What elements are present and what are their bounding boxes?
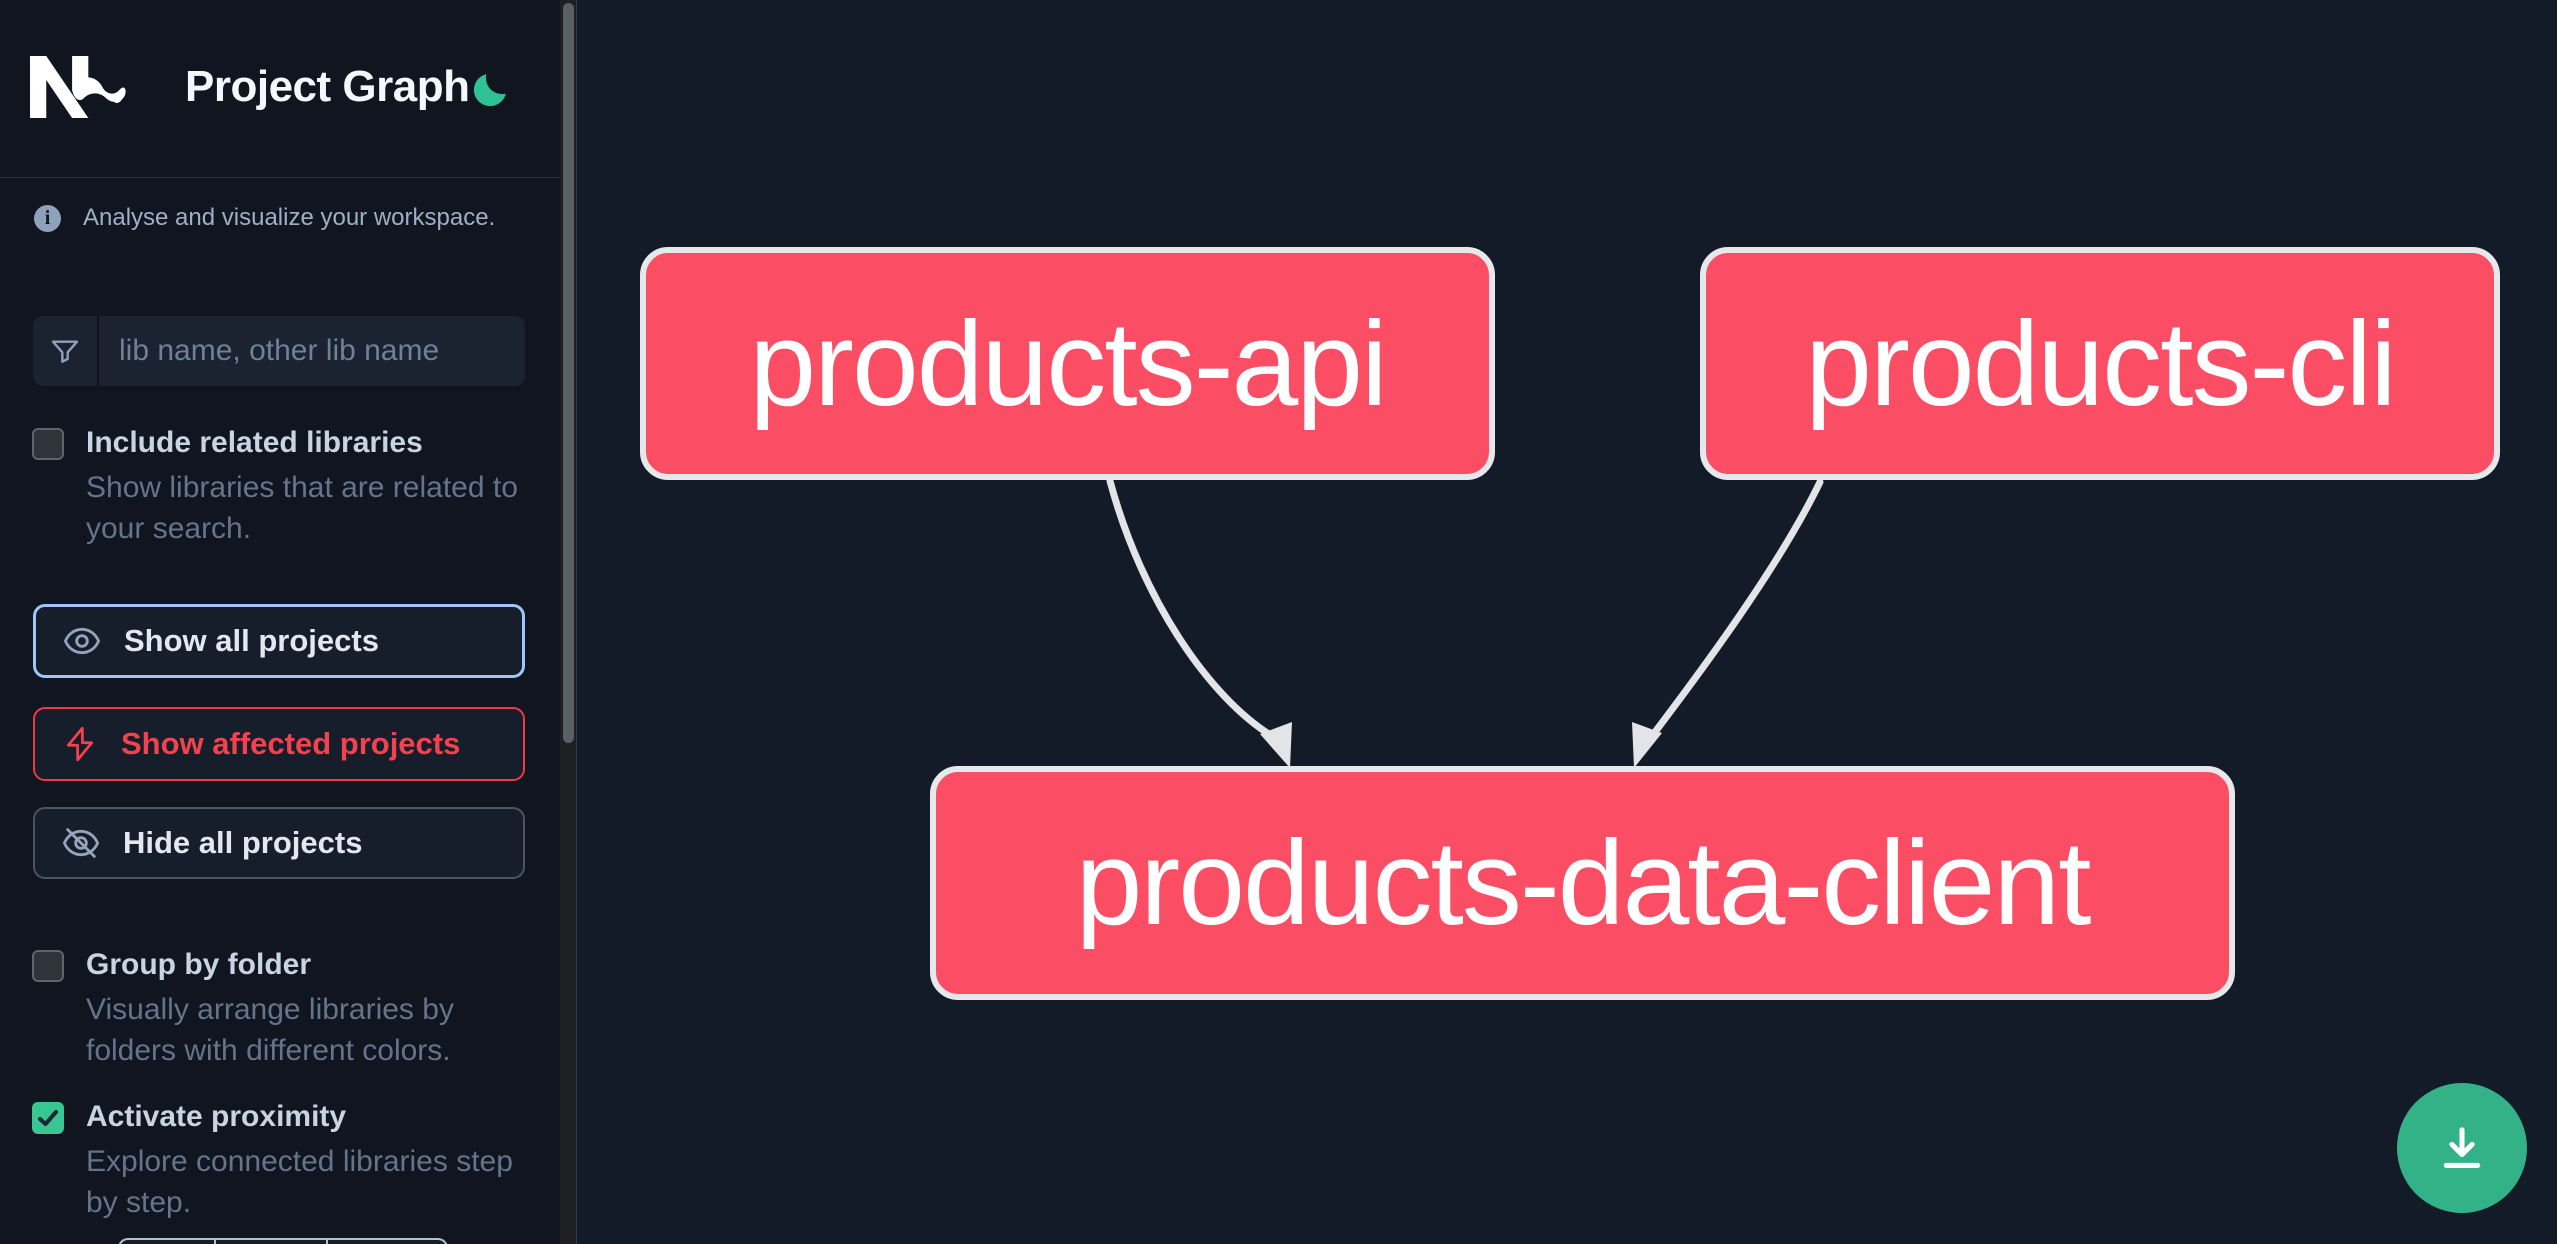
download-icon	[2443, 1127, 2481, 1168]
filter-funnel-icon	[33, 316, 99, 386]
toggle-activate-proximity: Activate proximity Explore connected lib…	[32, 1098, 532, 1223]
eye-slash-icon	[62, 828, 100, 858]
graph-canvas[interactable]	[578, 0, 2557, 1244]
bolt-icon	[66, 726, 94, 762]
check-icon	[38, 1110, 58, 1126]
checkbox[interactable]	[32, 428, 64, 460]
search-box	[33, 316, 525, 386]
download-graph-button[interactable]	[2397, 1083, 2527, 1213]
show-all-projects-button[interactable]: Show all projects	[33, 604, 525, 678]
button-label: Show affected projects	[121, 726, 461, 761]
toggle-label: Include related libraries	[86, 426, 423, 459]
sidebar: Project Graph i Analyse and visualize yo…	[0, 0, 560, 1244]
eye-icon	[63, 627, 101, 655]
toggle-description: Visually arrange libraries by folders wi…	[86, 993, 454, 1067]
page-title: Project Graph	[185, 62, 470, 111]
node-label: products-cli	[1805, 296, 2397, 431]
moon-icon	[473, 74, 506, 107]
checkbox[interactable]	[32, 1102, 64, 1134]
stepper-divider	[214, 1240, 216, 1244]
sidebar-header: Project Graph	[0, 0, 560, 178]
toggle-label: Activate proximity	[86, 1100, 347, 1133]
node-label: products-data-client	[1075, 816, 2092, 950]
theme-toggle-button[interactable]	[468, 70, 510, 112]
scrollbar-thumb[interactable]	[563, 3, 574, 743]
button-label: Hide all projects	[123, 825, 363, 860]
graph-node-products-data-client[interactable]: products-data-client	[930, 766, 2235, 1000]
nx-logo-icon	[30, 56, 126, 118]
hide-all-projects-button[interactable]: Hide all projects	[33, 807, 525, 879]
graph-node-products-api[interactable]: products-api	[640, 247, 1495, 480]
sidebar-scrollbar[interactable]	[560, 0, 577, 1244]
toggle-description: Show libraries that are related to your …	[86, 471, 518, 545]
graph-node-products-cli[interactable]: products-cli	[1700, 247, 2500, 480]
info-icon: i	[34, 204, 61, 232]
toggle-description: Explore connected libraries step by step…	[86, 1145, 513, 1219]
checkbox[interactable]	[32, 950, 64, 982]
toggle-label: Group by folder	[86, 948, 311, 981]
info-text: Analyse and visualize your workspace.	[83, 204, 496, 231]
button-label: Show all projects	[124, 623, 379, 658]
node-label: products-api	[749, 296, 1387, 431]
toggle-group-by-folder: Group by folder Visually arrange librari…	[32, 946, 532, 1071]
search-input[interactable]	[99, 316, 525, 386]
toggle-include-related-libraries: Include related libraries Show libraries…	[32, 424, 532, 549]
stepper-divider	[326, 1240, 328, 1244]
proximity-stepper-partial[interactable]	[118, 1238, 448, 1244]
show-affected-projects-button[interactable]: Show affected projects	[33, 707, 525, 781]
workspace-info: i Analyse and visualize your workspace.	[34, 204, 495, 232]
